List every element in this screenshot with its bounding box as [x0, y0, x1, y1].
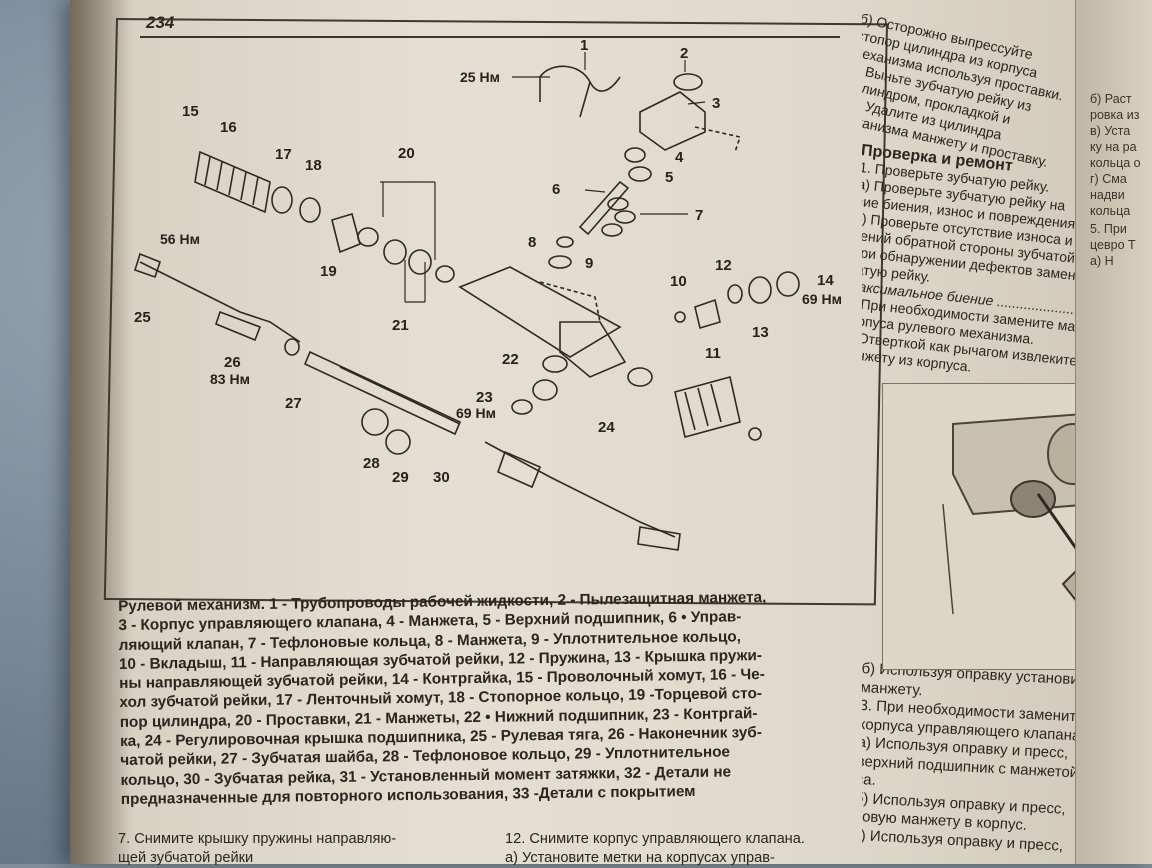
callout-7: 7: [695, 207, 703, 224]
callout-21: 21: [392, 317, 409, 334]
seal-4-drawing: [624, 147, 646, 163]
callout-10: 10: [670, 273, 687, 290]
rack-drawing: [303, 350, 462, 436]
callout-4: 4: [675, 149, 684, 166]
tie-rod-left-drawing: [139, 261, 301, 343]
facing-line: г) Сма: [1090, 172, 1127, 186]
callout-5: 5: [665, 169, 673, 186]
callout-28: 28: [363, 455, 380, 472]
callout-1: 1: [580, 37, 588, 54]
header-rule: [140, 36, 840, 38]
facing-line: кольца о: [1090, 156, 1141, 170]
facing-line: кольца: [1090, 204, 1131, 218]
bearing-5-drawing: [628, 166, 652, 182]
body-line: 12. Снимите корпус управляющего клапана.: [505, 831, 805, 847]
callout-8: 8: [528, 234, 536, 251]
callout-25: 25: [134, 309, 151, 326]
facing-line: ровка из: [1090, 108, 1140, 122]
callout-leaders: [380, 52, 706, 303]
body-text-left: 7. Снимите крышку пружины направляю- щей…: [118, 830, 498, 868]
facing-page-edge: б) Раст ровка из в) Уста ку на ра кольца…: [1075, 0, 1152, 864]
callout-6: 6: [552, 181, 560, 198]
callout-27: 27: [285, 395, 302, 412]
body-line: а) Установите метки на корпусах управ-: [505, 850, 775, 866]
callout-19: 19: [320, 263, 337, 280]
page-gutter-shadow: [70, 0, 130, 864]
callout-30: 30: [433, 469, 450, 486]
rack-boot-16-drawing: [194, 150, 271, 214]
body-line: щей зубчатой рейки: [118, 850, 254, 866]
facing-line: 5. При: [1090, 222, 1127, 236]
torque-56nm: 56 Нм: [160, 231, 200, 247]
dust-boot-2-drawing: [673, 73, 703, 91]
callout-11: 11: [705, 345, 721, 362]
facing-line: цевро Т: [1090, 238, 1136, 252]
facing-line: б) Раст: [1090, 92, 1132, 106]
callout-3: 3: [712, 95, 720, 112]
body-line: 7. Снимите крышку пружины направляю-: [118, 831, 397, 847]
callout-15: 15: [182, 103, 199, 120]
facing-line: надви: [1090, 188, 1125, 202]
control-valve-drawing: [578, 180, 630, 236]
torque-69nm-bearing: 69 Нм: [456, 405, 496, 421]
callout-12: 12: [715, 257, 732, 274]
callout-14: 14: [817, 272, 834, 289]
facing-line: в) Уста: [1090, 124, 1131, 138]
gear-housing-drawing: [458, 266, 622, 358]
callout-22: 22: [502, 351, 519, 368]
torque-83nm: 83 Нм: [210, 371, 250, 387]
callout-23: 23: [476, 389, 493, 406]
callout-16: 16: [220, 119, 237, 136]
torque-25nm: 25 Нм: [460, 69, 500, 85]
torque-69nm-locknut: 69 Нм: [802, 291, 842, 307]
callout-17: 17: [275, 146, 292, 163]
callout-24: 24: [598, 419, 615, 436]
figure-caption: Рулевой механизм. 1 - Трубопроводы рабоч…: [118, 586, 911, 809]
fluid-lines-drawing: [539, 65, 621, 118]
body-text-middle: 12. Снимите корпус управляющего клапана.…: [505, 830, 905, 868]
facing-line: а) Н: [1090, 254, 1114, 268]
callout-20: 20: [398, 145, 415, 162]
callout-2: 2: [680, 45, 688, 62]
callout-13: 13: [752, 324, 769, 341]
facing-line: ку на ра: [1090, 140, 1137, 154]
callout-9: 9: [585, 255, 593, 272]
page-number: 234: [146, 13, 175, 32]
part-outlines: [134, 65, 800, 551]
valve-body-drawing: [639, 91, 706, 151]
callout-26: 26: [224, 354, 241, 371]
callout-29: 29: [392, 469, 409, 486]
torque-labels: 25 Нм 69 Нм 56 Нм 83 Нм 69 Нм: [160, 69, 842, 421]
callout-labels: 1 2 3 4 5 6 7 8 9 10 11 12 13 14 15 16 1…: [134, 37, 834, 486]
callout-18: 18: [305, 157, 322, 174]
steering-gear-exploded-view: 1 2 3 4 5 6 7 8 9 10 11 12 13 14 15 16 1…: [134, 37, 842, 551]
